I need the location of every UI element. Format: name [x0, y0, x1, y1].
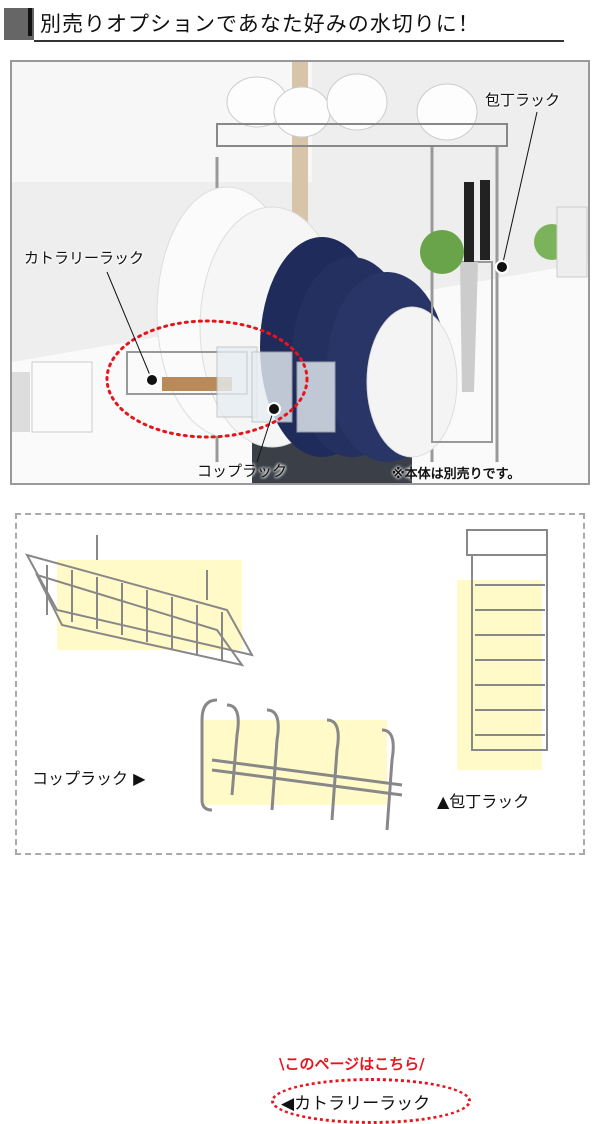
- options-panel: \このページはこちら/ ◀カトラリーラック コップラック ▶ ▲包丁ラック: [15, 513, 585, 1124]
- sold-separately-note: ※本体は別売りです。: [392, 467, 521, 482]
- knife-rack-option-label: ▲包丁ラック: [437, 792, 530, 811]
- this-page-caption: \このページはこちら/: [279, 1055, 425, 1073]
- cutlery-rack-image: [24, 535, 254, 667]
- knife-rack-image: [466, 529, 548, 751]
- cutlery-rack-label: カトラリーラック: [24, 249, 145, 267]
- product-photo: 包丁ラック カトラリーラック コップラック ※本体は別売りです。: [10, 60, 590, 485]
- cup-rack-image: [200, 698, 403, 831]
- option-products-illustration: [24, 529, 548, 831]
- knife-rack-label: 包丁ラック: [485, 91, 561, 109]
- dish-rack-illustration: [12, 62, 588, 483]
- header-underline: [34, 40, 564, 42]
- cutlery-rack-option-label: ◀カトラリーラック: [281, 1094, 431, 1114]
- cup-rack-label: コップラック: [197, 462, 288, 480]
- page-title: 別売りオプションであなた好みの水切りに！: [40, 12, 480, 36]
- cup-rack-option-label: コップラック ▶: [32, 769, 146, 788]
- header-marker: [4, 8, 34, 40]
